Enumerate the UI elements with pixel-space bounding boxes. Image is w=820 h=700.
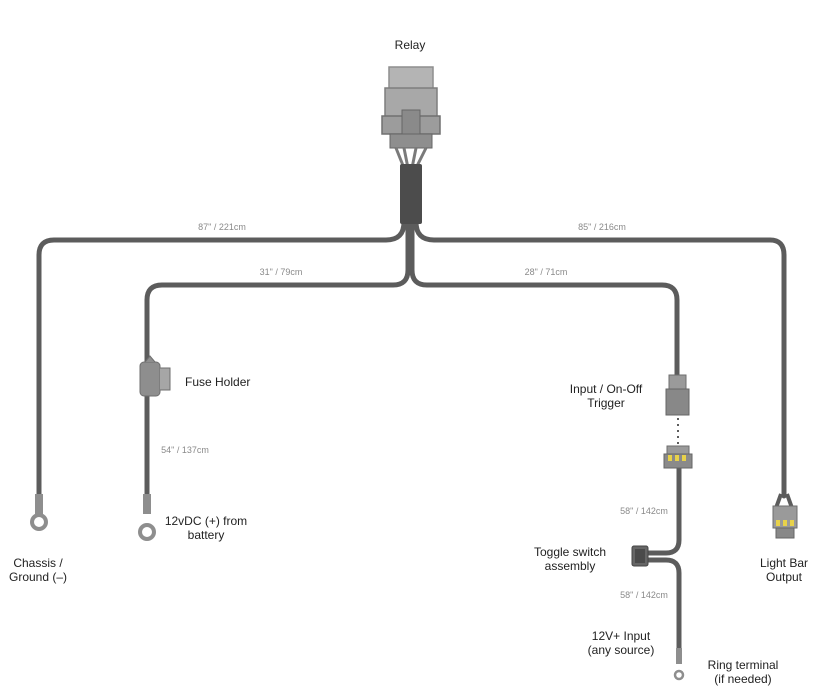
battery-length: 54" / 137cm xyxy=(161,445,209,455)
relay xyxy=(381,66,441,224)
ground-length: 87" / 221cm xyxy=(198,222,246,232)
chassis-label: Chassis / Ground (–) xyxy=(8,556,68,584)
light-bar-label: Light Bar Output xyxy=(759,556,809,584)
lightbar-connector xyxy=(772,493,798,539)
battery-ring-terminal xyxy=(138,494,156,541)
toggle-switch-label: Toggle switch assembly xyxy=(533,545,607,573)
fuse-holder-label: Fuse Holder xyxy=(185,375,251,389)
toggle-upper-wire xyxy=(645,465,682,556)
battery-label: 12vDC (+) from battery xyxy=(164,514,248,542)
fuse-length: 31" / 79cm xyxy=(259,267,303,277)
trigger-length: 28" / 71cm xyxy=(524,267,568,277)
v12-input-label: 12V+ Input (any source) xyxy=(587,629,655,657)
output-wire xyxy=(413,219,787,499)
relay-label: Relay xyxy=(394,38,426,52)
output-length: 85" / 216cm xyxy=(578,222,626,232)
toggle-lower-wire xyxy=(645,557,682,651)
input-trigger-label: Input / On-Off Trigger xyxy=(569,382,643,410)
ring-terminal-label: Ring terminal (if needed) xyxy=(707,658,779,686)
ring-terminal-small xyxy=(673,648,685,681)
chassis-ring-terminal xyxy=(30,494,48,531)
trigger-plug xyxy=(663,445,693,469)
toggle-upper-length: 58" / 142cm xyxy=(620,506,668,516)
toggle-lower-length: 58" / 142cm xyxy=(620,590,668,600)
trigger-wire xyxy=(409,219,680,378)
ground-wire xyxy=(36,219,407,497)
trigger-connector xyxy=(665,374,690,416)
toggle-switch xyxy=(631,545,649,567)
fuse-holder xyxy=(139,355,171,397)
fuse-wire xyxy=(144,219,411,373)
